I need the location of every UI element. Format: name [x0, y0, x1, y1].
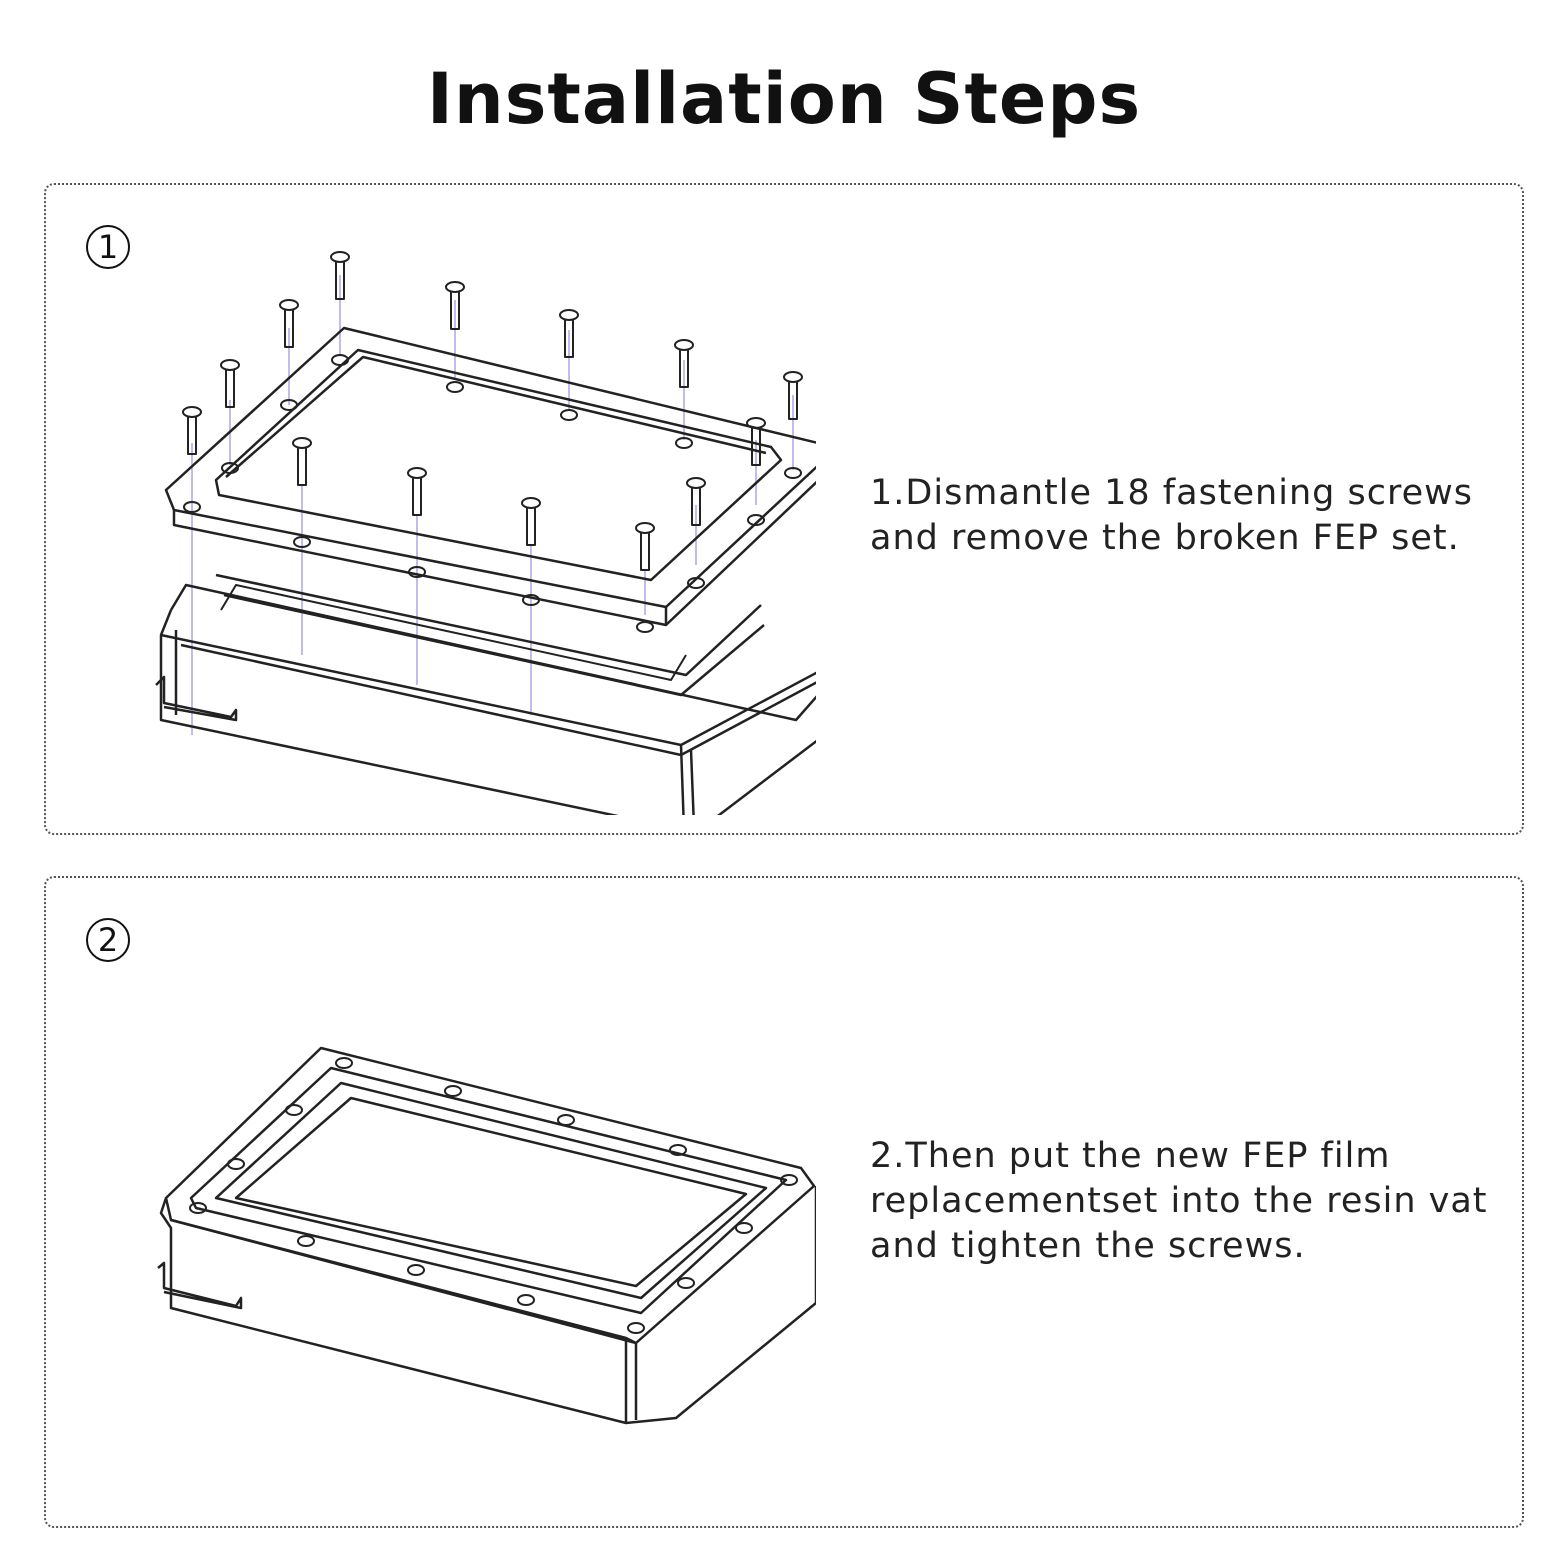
instruction-line: and tighten the screws.	[870, 1226, 1306, 1266]
screws	[182, 251, 803, 571]
vat-assembled-diagram	[157, 1046, 816, 1425]
step-2-instructions: 2.Then put the new FEP film replacements…	[870, 1134, 1488, 1269]
alignment-guides	[191, 275, 794, 735]
instruction-line: and remove the broken FEP set.	[870, 518, 1460, 558]
base-inner-frame	[220, 584, 687, 681]
frame-holes	[183, 354, 802, 633]
step-2-panel: 2	[44, 876, 1524, 1528]
instruction-line: replacementset into the resin vat	[870, 1181, 1488, 1221]
step-1-panel: 1	[44, 183, 1524, 835]
page-title: Installation Steps	[426, 58, 1142, 140]
step-1-instructions: 1.Dismantle 18 fastening screws and remo…	[870, 471, 1473, 561]
instruction-line: 2.Then put the new FEP film	[870, 1136, 1391, 1176]
fep-frame	[164, 326, 816, 627]
resin-vat-assembled	[157, 1046, 816, 1425]
instruction-line: 1.Dismantle 18 fastening screws	[870, 473, 1473, 513]
frame-holes	[189, 1057, 798, 1334]
step-number-badge: 2	[86, 918, 130, 962]
vat-disassembly-diagram	[155, 251, 816, 815]
step-number-badge: 1	[86, 225, 130, 269]
resin-vat-base	[155, 573, 816, 815]
